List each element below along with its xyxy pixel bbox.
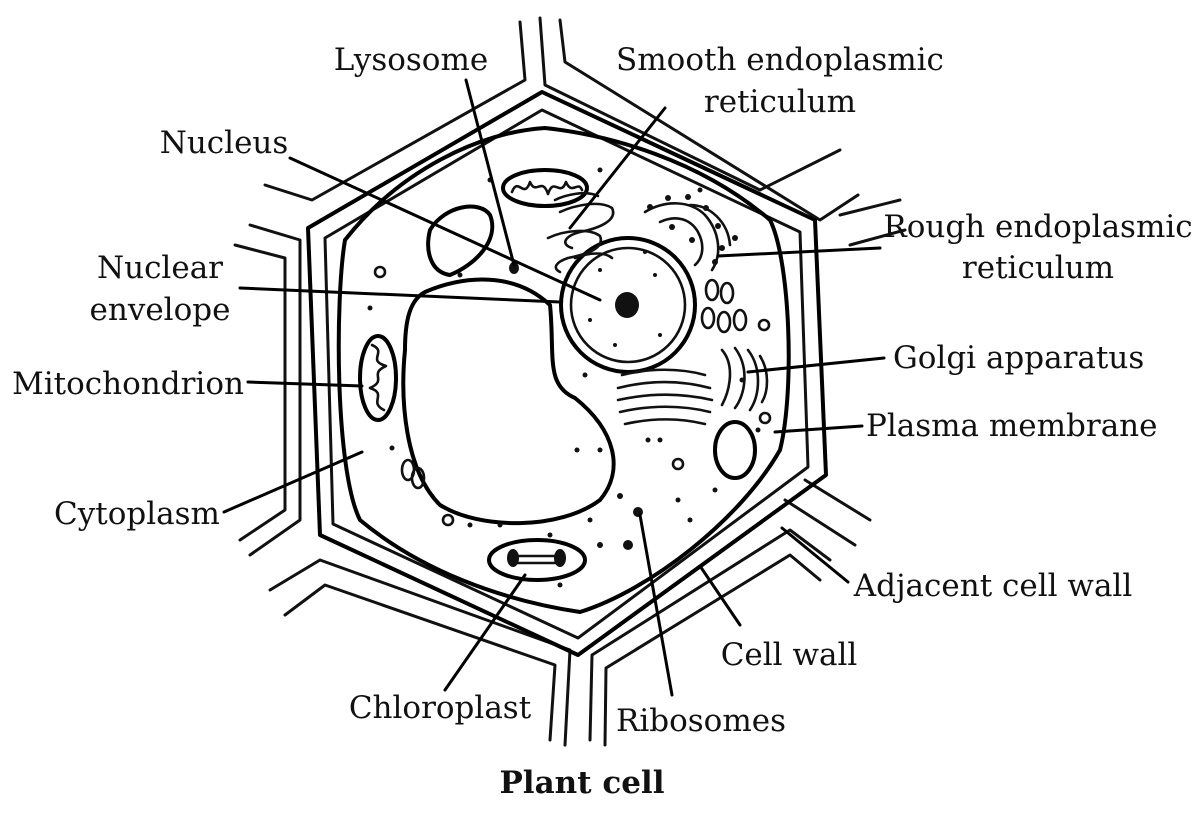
label-mitochondrion: Mitochondrion	[12, 366, 244, 402]
leader-mitochondrion	[246, 380, 364, 388]
leader-nucleus	[288, 156, 602, 302]
leader-chloroplast	[443, 573, 527, 692]
leader-rough-er	[716, 246, 882, 258]
mitochondrion-top	[501, 168, 589, 208]
vesicle-top-left	[426, 204, 495, 277]
label-ribosomes: Ribosomes	[616, 703, 786, 739]
mitochondrion-left	[358, 334, 398, 422]
label-cell-wall: Cell wall	[721, 637, 858, 673]
cell-wall	[306, 90, 828, 657]
leader-lysosome	[464, 78, 516, 267]
ribosomes	[367, 167, 761, 588]
vacuole	[401, 277, 616, 526]
chloroplast	[487, 538, 587, 582]
label-nuclear-envelope-line2: envelope	[90, 292, 231, 328]
leader-golgi	[746, 356, 886, 374]
leader-lines	[222, 78, 886, 697]
label-rough-er-line1: Rough endoplasmic	[883, 209, 1192, 245]
leader-smooth-er	[568, 106, 667, 230]
nucleolus	[615, 292, 639, 318]
label-golgi: Golgi apparatus	[893, 340, 1144, 376]
plasma-membrane	[336, 126, 791, 614]
label-adjacent-cell-wall: Adjacent cell wall	[853, 568, 1133, 604]
leader-cytoplasm	[222, 450, 364, 514]
label-chloroplast: Chloroplast	[349, 690, 532, 726]
leader-nuclear-envelope	[238, 286, 562, 304]
label-plasma-membrane: Plasma membrane	[866, 408, 1158, 444]
diagram-title: Plant cell	[500, 765, 665, 801]
labels: Lysosome Smooth endoplasmic reticulum Nu…	[12, 42, 1193, 801]
label-nuclear-envelope-line1: Nuclear	[97, 250, 223, 286]
leader-cell-wall	[698, 564, 742, 627]
label-smooth-er-line2: reticulum	[704, 84, 856, 120]
label-smooth-er-line1: Smooth endoplasmic	[616, 42, 944, 78]
golgi-apparatus	[616, 346, 769, 426]
label-cytoplasm: Cytoplasm	[54, 496, 220, 532]
leader-ribosomes	[638, 513, 674, 697]
small-vesicles	[373, 262, 772, 527]
nucleus	[559, 236, 697, 374]
label-rough-er-line2: reticulum	[962, 250, 1114, 286]
leader-plasma-membrane	[773, 424, 864, 434]
rough-er	[643, 194, 748, 334]
label-lysosome: Lysosome	[334, 42, 488, 78]
label-nucleus: Nucleus	[160, 125, 289, 161]
lysosome	[509, 262, 519, 274]
leader-adjacent-cell-wall	[780, 526, 850, 584]
